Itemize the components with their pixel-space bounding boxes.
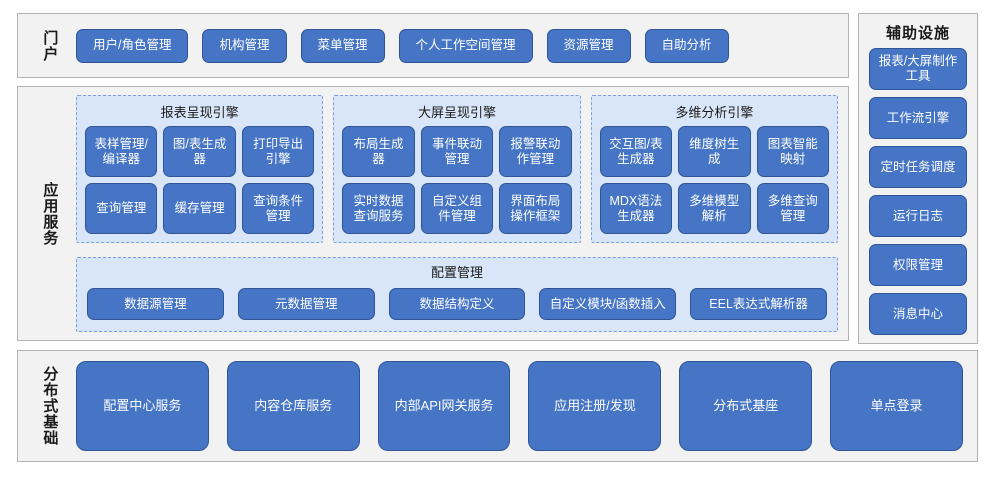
aux-item-report-dashboard-authoring-tool[interactable]: 报表/大屏制作工具 bbox=[869, 48, 967, 90]
auxiliary-facilities-list: 报表/大屏制作工具 工作流引擎 定时任务调度 运行日志 权限管理 消息中心 bbox=[869, 48, 967, 335]
config-item-custom-module-function-insertion[interactable]: 自定义模块/函数插入 bbox=[539, 288, 677, 320]
engine1-item-print-export-engine[interactable]: 打印导出引擎 bbox=[241, 126, 315, 177]
configuration-management-row: 数据源管理 元数据管理 数据结构定义 自定义模块/函数插入 EEL表达式解析器 bbox=[87, 285, 827, 323]
engines-row: 报表呈现引擎 表样管理/编译器 图/表生成器 打印导出引擎 查询管理 缓存管理 … bbox=[76, 95, 838, 243]
config-item-datasource-management[interactable]: 数据源管理 bbox=[87, 288, 224, 320]
distributed-foundation-section-label: 分布式基础 bbox=[41, 366, 59, 446]
config-item-eel-expression-parser[interactable]: EEL表达式解析器 bbox=[690, 288, 827, 320]
application-services-section: 应用服务 报表呈现引擎 表样管理/编译器 图/表生成器 打印导出引擎 查询管理 … bbox=[17, 86, 849, 341]
aux-item-scheduled-task-scheduler[interactable]: 定时任务调度 bbox=[869, 146, 967, 188]
engine3-item-dimension-tree-generation[interactable]: 维度树生成 bbox=[678, 126, 751, 177]
report-rendering-engine-grid: 表样管理/编译器 图/表生成器 打印导出引擎 查询管理 缓存管理 查询条件管理 bbox=[85, 126, 315, 234]
engine3-item-multidimensional-query-management[interactable]: 多维查询管理 bbox=[756, 183, 829, 234]
aux-item-workflow-engine[interactable]: 工作流引擎 bbox=[869, 97, 967, 139]
engine3-item-mdx-syntax-generator[interactable]: MDX语法生成器 bbox=[599, 183, 673, 234]
engine1-item-cache-management[interactable]: 缓存管理 bbox=[163, 183, 236, 234]
engine1-item-chart-table-generator[interactable]: 图/表生成器 bbox=[163, 126, 236, 177]
auxiliary-facilities-section: 辅助设施 报表/大屏制作工具 工作流引擎 定时任务调度 运行日志 权限管理 消息… bbox=[858, 13, 978, 344]
portal-section: 门户 用户/角色管理 机构管理 菜单管理 个人工作空间管理 资源管理 自助分析 bbox=[17, 13, 849, 78]
engine1-item-query-condition-management[interactable]: 查询条件管理 bbox=[241, 183, 315, 234]
multidimensional-analysis-engine-title: 多维分析引擎 bbox=[675, 105, 754, 120]
aux-item-runtime-log[interactable]: 运行日志 bbox=[869, 195, 967, 237]
configuration-management-panel: 配置管理 数据源管理 元数据管理 数据结构定义 自定义模块/函数插入 EEL表达… bbox=[76, 257, 838, 332]
dashboard-rendering-engine-grid: 布局生成器 事件联动管理 报警联动作管理 实时数据查询服务 自定义组件管理 界面… bbox=[342, 126, 572, 234]
engine2-item-layout-generator[interactable]: 布局生成器 bbox=[342, 126, 415, 177]
dist-item-application-registration-discovery[interactable]: 应用注册/发现 bbox=[528, 361, 662, 451]
dist-item-distributed-base[interactable]: 分布式基座 bbox=[679, 361, 813, 451]
portal-item-organization-management[interactable]: 机构管理 bbox=[202, 28, 287, 63]
portal-item-user-role-management[interactable]: 用户/角色管理 bbox=[76, 28, 189, 63]
engine2-item-event-linkage-management[interactable]: 事件联动管理 bbox=[420, 126, 494, 177]
config-item-metadata-management[interactable]: 元数据管理 bbox=[237, 288, 375, 320]
aux-item-message-center[interactable]: 消息中心 bbox=[869, 293, 967, 335]
portal-item-personal-workspace-management[interactable]: 个人工作空间管理 bbox=[398, 28, 533, 63]
dist-item-content-repository-service[interactable]: 内容仓库服务 bbox=[226, 361, 360, 451]
multidimensional-analysis-engine-grid: 交互图/表生成器 维度树生成 图表智能映射 MDX语法生成器 多维模型解析 多维… bbox=[599, 126, 829, 234]
portal-item-self-service-analysis[interactable]: 自助分析 bbox=[644, 28, 729, 63]
engine2-item-custom-component-management[interactable]: 自定义组件管理 bbox=[420, 183, 494, 234]
distributed-foundation-row: 配置中心服务 内容仓库服务 内部API网关服务 应用注册/发现 分布式基座 单点… bbox=[76, 361, 963, 451]
engine1-item-query-management[interactable]: 查询管理 bbox=[85, 183, 158, 234]
engine2-item-ui-layout-operation-framework[interactable]: 界面布局操作框架 bbox=[499, 183, 572, 234]
engine1-item-template-management-compiler[interactable]: 表样管理/编译器 bbox=[85, 126, 158, 177]
engine3-item-multidimensional-model-parsing[interactable]: 多维模型解析 bbox=[678, 183, 751, 234]
engine2-item-realtime-data-query-service[interactable]: 实时数据查询服务 bbox=[342, 183, 415, 234]
multidimensional-analysis-engine-panel: 多维分析引擎 交互图/表生成器 维度树生成 图表智能映射 MDX语法生成器 多维… bbox=[590, 95, 838, 243]
report-rendering-engine-panel: 报表呈现引擎 表样管理/编译器 图/表生成器 打印导出引擎 查询管理 缓存管理 … bbox=[76, 95, 324, 243]
dashboard-rendering-engine-title: 大屏呈现引擎 bbox=[417, 105, 496, 120]
dist-item-config-center-service[interactable]: 配置中心服务 bbox=[76, 361, 209, 451]
dist-item-single-sign-on[interactable]: 单点登录 bbox=[830, 361, 963, 451]
aux-item-permission-management[interactable]: 权限管理 bbox=[869, 244, 967, 286]
config-item-data-structure-definition[interactable]: 数据结构定义 bbox=[388, 288, 526, 320]
engine2-item-alarm-linkage-action-management[interactable]: 报警联动作管理 bbox=[499, 126, 572, 177]
portal-item-menu-management[interactable]: 菜单管理 bbox=[300, 28, 385, 63]
engine3-item-chart-smart-mapping[interactable]: 图表智能映射 bbox=[756, 126, 829, 177]
engine3-item-interactive-chart-table-generator[interactable]: 交互图/表生成器 bbox=[599, 126, 673, 177]
application-services-section-label: 应用服务 bbox=[41, 181, 59, 246]
dashboard-rendering-engine-panel: 大屏呈现引擎 布局生成器 事件联动管理 报警联动作管理 实时数据查询服务 自定义… bbox=[333, 95, 581, 243]
report-rendering-engine-title: 报表呈现引擎 bbox=[160, 105, 239, 120]
portal-button-row: 用户/角色管理 机构管理 菜单管理 个人工作空间管理 资源管理 自助分析 bbox=[76, 14, 838, 77]
dist-item-internal-api-gateway-service[interactable]: 内部API网关服务 bbox=[377, 361, 511, 451]
distributed-foundation-section: 分布式基础 配置中心服务 内容仓库服务 内部API网关服务 应用注册/发现 分布… bbox=[17, 350, 978, 462]
auxiliary-facilities-title: 辅助设施 bbox=[885, 25, 950, 42]
configuration-management-title: 配置管理 bbox=[430, 265, 483, 280]
portal-section-label: 门户 bbox=[41, 29, 59, 62]
portal-item-resource-management[interactable]: 资源管理 bbox=[546, 28, 631, 63]
